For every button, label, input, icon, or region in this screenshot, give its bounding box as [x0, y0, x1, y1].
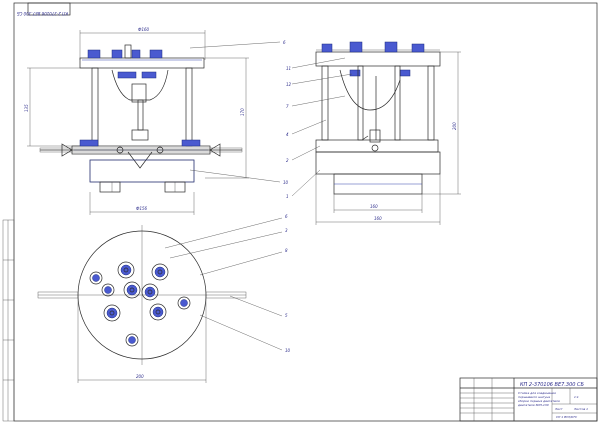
title-line-3: сборки поршня двигателя — [518, 399, 560, 403]
plan-bolts — [89, 261, 191, 347]
dim-top-width: Ф160 — [138, 27, 150, 32]
scale-value: 1:1 — [574, 395, 579, 399]
dim-side-bottom: 160 — [374, 216, 382, 221]
sheet-label: Лист — [554, 407, 563, 411]
side-view: 160 160 200 11 12 7 4 2 1 — [286, 41, 461, 225]
plan-label-6: 6 — [285, 214, 288, 219]
plan-label-8: 8 — [285, 248, 288, 253]
mirror-code-box: КП 2-370106 ВЕ7.300 СБ — [17, 2, 71, 16]
title-line-1: Стойка для соединения — [518, 391, 556, 395]
dim-base-width: Ф156 — [136, 206, 148, 211]
side-label-2: 2 — [286, 158, 289, 163]
title-line-2: поршневого шатуна — [518, 395, 550, 399]
front-label-6: 6 — [283, 40, 286, 45]
dim-height-right: 170 — [240, 108, 245, 116]
left-margin-strip — [2, 219, 15, 422]
plan-view: 200 6 3 8 5 10 — [37, 214, 291, 383]
front-label-10: 10 — [283, 180, 289, 185]
plan-label-5: 5 — [285, 313, 288, 318]
title-line-4: двигателя ЗИЛ-130 — [517, 403, 549, 407]
title-block: КП 2-370106 ВЕ7.300 СБ Стойка для соедин… — [459, 377, 598, 422]
sheets-label: Листов 1 — [573, 407, 588, 411]
dim-side-top: 160 — [370, 204, 378, 209]
dim-height-left: 135 — [24, 104, 29, 112]
side-label-1: 1 — [286, 194, 289, 199]
side-label-12: 12 — [286, 82, 292, 87]
side-label-11: 11 — [286, 66, 291, 71]
side-label-7: 7 — [286, 104, 289, 109]
plan-label-3: 3 — [285, 228, 288, 233]
front-view: Ф160 135 170 — [24, 27, 289, 215]
sheet-border — [13, 2, 598, 422]
mirror-code: КП 2-370106 ВЕ7.300 СБ — [17, 11, 68, 16]
org-label: СП 1 ВУЗ/КТС — [556, 415, 578, 419]
stamp-code: КП 2-370106 ВЕ7.300 СБ — [520, 382, 585, 388]
dim-plan-width: 200 — [136, 374, 144, 379]
side-label-4: 4 — [286, 132, 289, 137]
plan-label-10: 10 — [285, 348, 291, 353]
dim-side-height: 200 — [452, 122, 457, 130]
